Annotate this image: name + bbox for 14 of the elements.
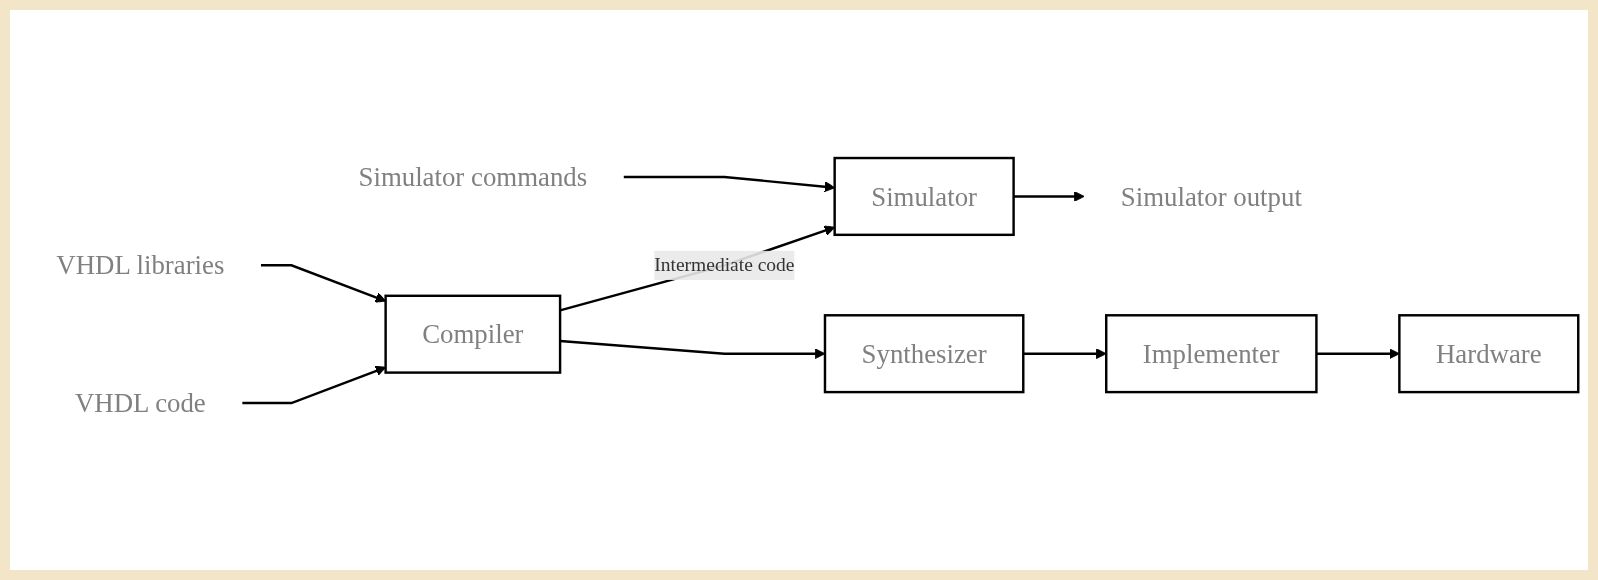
- node-box: Implementer: [1105, 314, 1318, 394]
- edge-label: Intermediate code: [654, 254, 795, 276]
- arrow: [1023, 348, 1107, 360]
- node-text: VHDL libraries: [56, 250, 225, 281]
- arrow: [1013, 191, 1085, 202]
- node-text: Simulator commands: [358, 161, 588, 193]
- arrow: [242, 365, 387, 405]
- node-text: Simulator output: [1120, 181, 1302, 212]
- arrow: [1316, 348, 1400, 360]
- node-text: VHDL code: [74, 387, 206, 419]
- node-box: Synthesizer: [823, 314, 1025, 394]
- node-box: Hardware: [1398, 314, 1580, 394]
- node-box: Simulator: [833, 156, 1015, 237]
- node-box: Compiler: [384, 294, 562, 374]
